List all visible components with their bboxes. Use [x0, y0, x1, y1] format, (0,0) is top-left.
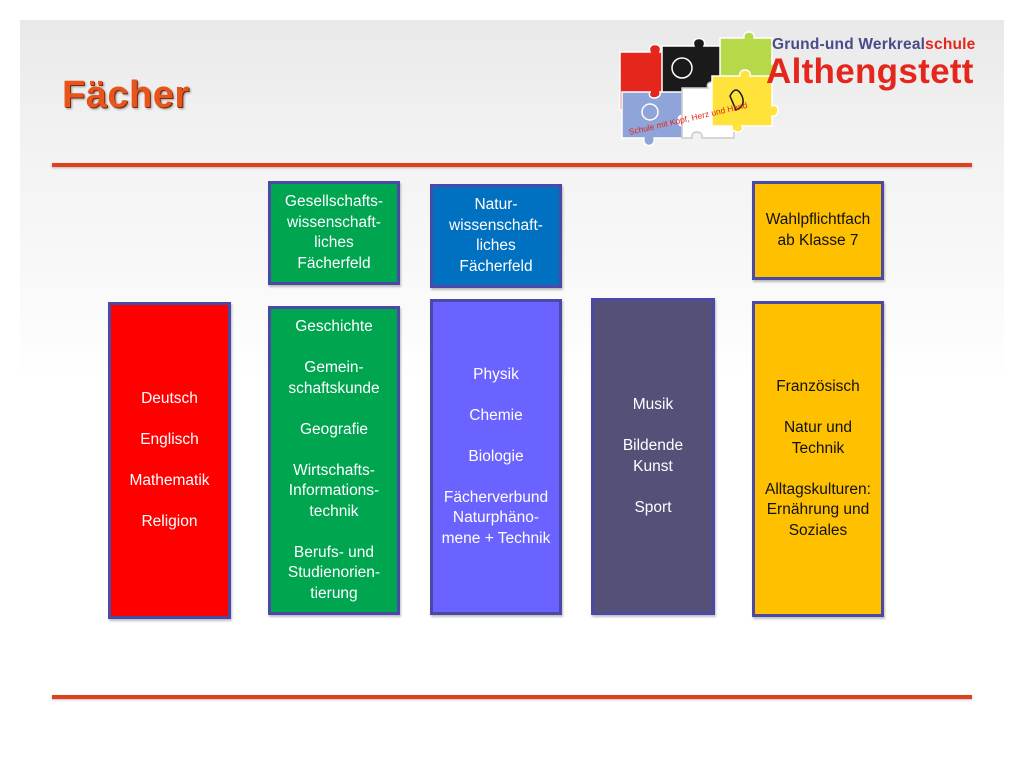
- subject-item: Geografie: [299, 420, 369, 438]
- header-wahlpflichtfach: Wahlpflichtfach ab Klasse 7: [752, 181, 884, 280]
- header-line: Wahlpflichtfach: [765, 211, 871, 228]
- subject-item: Berufs- und Studienorien- tierung: [287, 543, 381, 602]
- school-name-line1: Grund-und Werkrealschule: [772, 36, 976, 53]
- school-name-line2: Althengstett: [766, 52, 974, 91]
- subject-item: Französisch: [776, 378, 860, 395]
- header-line: ab Klasse 7: [777, 231, 859, 249]
- bottom-divider: [52, 695, 972, 699]
- subject-item: Alltagskulturen: Ernährung und Soziales: [765, 480, 871, 539]
- subject-item: Mathematik: [129, 471, 210, 489]
- header-line: wissenschaft-: [287, 213, 381, 231]
- subject-item: Biologie: [468, 447, 524, 465]
- subject-item: Physik: [473, 365, 519, 383]
- top-divider: [52, 163, 972, 167]
- header-line: Gesellschafts-: [284, 193, 384, 210]
- page-title: Fächer: [62, 74, 190, 116]
- header-line: Fächerfeld: [297, 254, 371, 272]
- subject-item: Englisch: [140, 430, 199, 448]
- subject-item: Gemein- schaftskunde: [288, 359, 380, 397]
- subject-item: Chemie: [469, 406, 523, 424]
- subject-item: Natur und Technik: [783, 419, 853, 457]
- header-line: liches: [314, 234, 354, 251]
- school-logo-puzzle-icon: [619, 31, 779, 147]
- header-line: Fächerfeld: [459, 257, 533, 275]
- header-line: Natur-: [474, 196, 518, 213]
- header-line: wissenschaft-: [449, 216, 543, 234]
- subject-item: Musik: [632, 396, 674, 413]
- subject-item: Deutsch: [141, 389, 198, 407]
- subject-item: Fächerverbund Naturphäno- mene + Technik: [441, 488, 551, 547]
- subject-item: Sport: [634, 498, 672, 516]
- subject-item: Religion: [141, 512, 198, 530]
- header-line: liches: [476, 237, 516, 254]
- subject-item: Bildende Kunst: [622, 437, 684, 475]
- subject-item: Geschichte: [295, 318, 373, 335]
- subject-item: Wirtschafts- Informations- technik: [288, 461, 380, 520]
